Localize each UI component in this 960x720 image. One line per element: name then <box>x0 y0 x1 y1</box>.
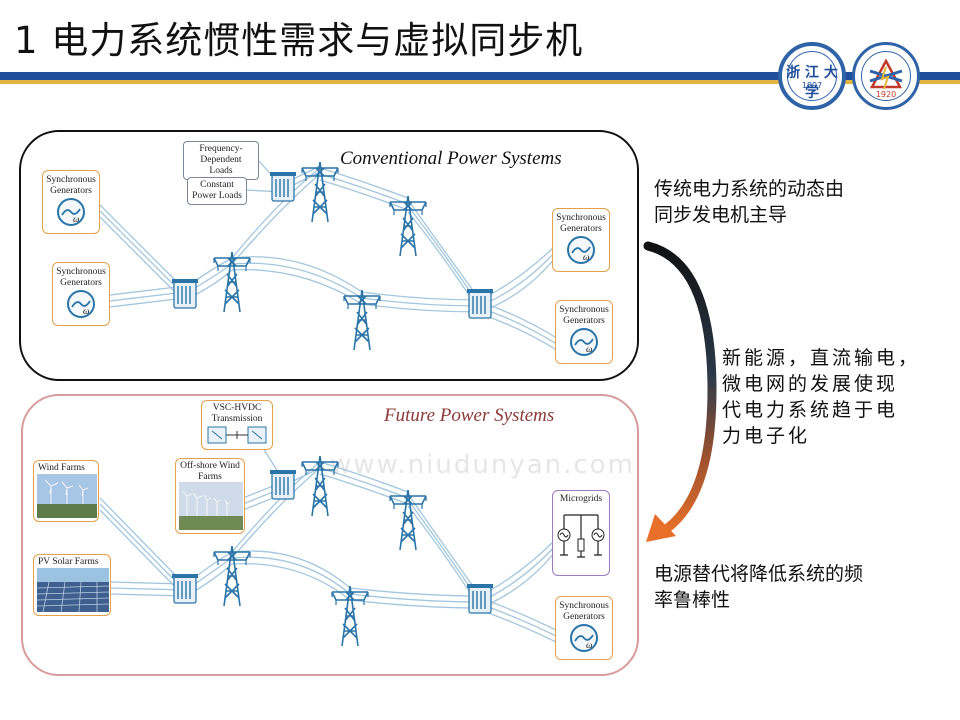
zju-logo-year: 1897 <box>801 81 823 90</box>
node-const-loads: Constant Power Loads <box>187 177 247 205</box>
future-system-box <box>21 394 639 676</box>
omega-symbol: ω <box>73 214 79 224</box>
node-future-gen: Synchronous Generators ω <box>555 596 613 660</box>
ee-logo-year: 1920 <box>875 90 897 99</box>
omega-symbol: ω <box>586 344 592 354</box>
converter-icon <box>207 426 267 444</box>
transition-arrow-head <box>646 514 676 542</box>
transformer-icon <box>269 171 297 202</box>
ee-college-logo: 1920 <box>852 42 920 110</box>
zju-logo: 浙 江 大 学 1897 <box>778 42 846 110</box>
wind-label: Wind Farms <box>38 463 85 473</box>
omega-symbol: ω <box>586 640 592 650</box>
annotation-line: 力电子化 <box>722 425 811 447</box>
gen-label: Synchronous Generators <box>559 601 609 622</box>
ee-logo-ring <box>861 51 911 101</box>
header-bar-gold <box>0 80 960 84</box>
transition-arrow <box>643 241 717 537</box>
offshore-wind-image <box>179 482 243 530</box>
zju-logo-ring <box>787 51 837 101</box>
future-title: Future Power Systems <box>384 405 555 426</box>
load-label: Frequency-Dependent Loads <box>199 144 243 176</box>
transformer-icon <box>171 573 199 604</box>
annotation-future: 电源替代将降低系统的频 率鲁棒性 <box>654 561 934 613</box>
node-wind-farms: Wind Farms <box>33 460 99 522</box>
annotation-line: 代电力系统趋于电 <box>722 399 899 421</box>
zju-logo-script: 浙 江 大 学 <box>786 65 838 101</box>
annotation-line: 同步发电机主导 <box>654 204 788 226</box>
slide-title: 1 电力系统惯性需求与虚拟同步机 <box>14 19 584 62</box>
annotation-conventional: 传统电力系统的动态由 同步发电机主导 <box>654 176 914 228</box>
node-offshore-wind: Off-shore Wind Farms <box>175 458 245 534</box>
watermark: www.niudunyan.com <box>330 450 635 480</box>
node-microgrids: Microgrids <box>552 490 610 576</box>
generator-icon: ω <box>57 198 85 226</box>
node-pv-farms: PV Solar Farms <box>33 554 111 616</box>
tower-icon <box>213 545 251 607</box>
conventional-system-box <box>19 130 639 381</box>
header-bar <box>0 72 960 84</box>
node-gen-right-bottom: Synchronous Generators ω <box>555 300 613 364</box>
microgrids-label: Microgrids <box>559 494 603 504</box>
omega-symbol: ω <box>83 306 89 316</box>
header-bar-blue <box>0 72 960 80</box>
node-gen-left-top: Synchronous Generators ω <box>42 170 100 234</box>
vsc-label: VSC-HVDC Transmission <box>211 403 263 424</box>
node-freq-loads: Frequency-Dependent Loads <box>183 141 259 180</box>
gen-label: Synchronous Generators <box>559 305 609 326</box>
ee-logo-emblem-icon <box>869 58 903 90</box>
gen-label: Synchronous Generators <box>556 213 606 234</box>
node-vsc-hvdc: VSC-HVDC Transmission <box>201 400 273 450</box>
annotation-line: 新能源，直流输电， <box>722 347 921 369</box>
tower-icon <box>301 161 339 223</box>
omega-symbol: ω <box>583 252 589 262</box>
tower-icon <box>213 251 251 313</box>
annotation-line: 微电网的发展使现 <box>722 373 899 395</box>
transformer-icon <box>466 288 494 319</box>
transformer-icon <box>466 583 494 614</box>
annotation-line: 传统电力系统的动态由 <box>654 178 845 200</box>
gen-label: Synchronous Generators <box>56 267 106 288</box>
node-gen-left-bottom: Synchronous Generators ω <box>52 262 110 326</box>
conventional-title: Conventional Power Systems <box>340 148 562 169</box>
annotation-line: 率鲁棒性 <box>654 589 731 611</box>
annotation-transition: 新能源，直流输电， 微电网的发展使现 代电力系统趋于电 力电子化 <box>722 345 954 449</box>
generator-icon: ω <box>570 328 598 356</box>
generator-icon: ω <box>567 236 595 264</box>
tower-icon <box>301 455 339 517</box>
generator-icon: ω <box>570 624 598 652</box>
generator-icon: ω <box>67 290 95 318</box>
transformer-icon <box>171 278 199 309</box>
microgrid-icon <box>557 514 605 558</box>
pv-label: PV Solar Farms <box>38 557 99 567</box>
annotation-line: 电源替代将降低系统的频 <box>654 563 864 585</box>
transformer-icon <box>269 469 297 500</box>
gen-label: Synchronous Generators <box>46 175 96 196</box>
pv-farm-image <box>37 568 109 612</box>
load-label: Constant Power Loads <box>192 180 242 201</box>
node-gen-right-top: Synchronous Generators ω <box>552 208 610 272</box>
offshore-label: Off-shore Wind Farms <box>180 461 240 482</box>
wind-farm-image <box>37 474 97 518</box>
